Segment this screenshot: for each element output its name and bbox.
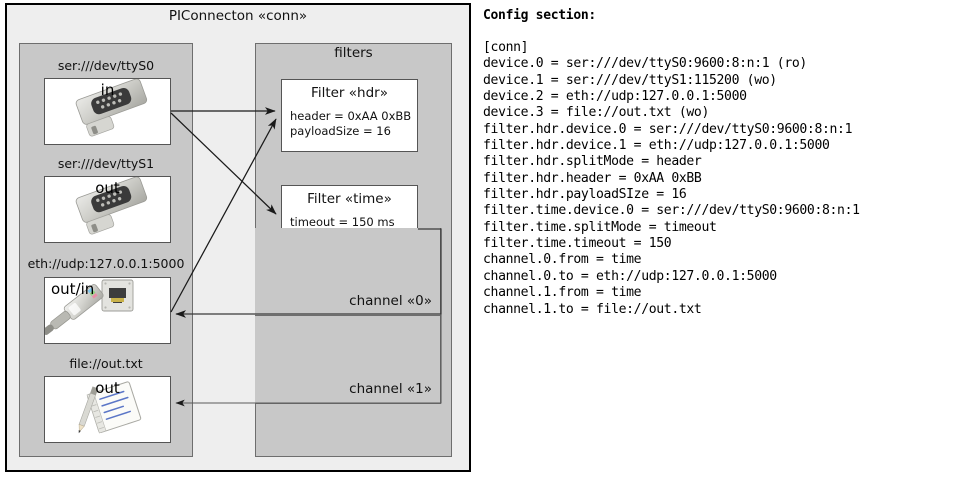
config-heading: Config section: [483, 8, 596, 23]
config-line: channel.1.from = time [483, 285, 642, 301]
device-card-ttyS1[interactable]: out [44, 176, 171, 243]
config-line: channel.1.to = file://out.txt [483, 301, 702, 317]
ethernet-rj45-icon [45, 278, 170, 343]
device-card-ttyS0[interactable]: in [44, 78, 171, 145]
device-label-eth-udp: eth://udp:127.0.0.1:5000 [27, 256, 185, 271]
config-line: filter.hdr.payloadSIze = 16 [483, 187, 687, 203]
device-direction-eth-udp: out/in [51, 280, 95, 298]
filter-props-hdr: header = 0xAA 0xBB payloadSize = 16 [290, 109, 411, 139]
filter-title-hdr: Filter «hdr» [311, 85, 388, 101]
device-card-file-out[interactable]: out [44, 376, 171, 443]
config-line: filter.hdr.header = 0xAA 0xBB [483, 170, 702, 186]
component-title: PIConnecton «conn» [168, 8, 308, 24]
device-direction-ttyS1: out [95, 179, 120, 197]
filter-card-hdr[interactable]: Filter «hdr» header = 0xAA 0xBB payloadS… [281, 79, 418, 152]
filter-prop: header = 0xAA 0xBB [290, 109, 412, 123]
config-section: Config section: [conn]device.0 = ser:///… [483, 8, 958, 318]
config-lines: [conn]device.0 = ser:///dev/ttyS0:9600:8… [483, 40, 958, 318]
filters-panel-title: filters [334, 45, 373, 61]
device-label-ttyS1: ser:///dev/ttyS1 [57, 156, 155, 171]
channel-label-0: channel «0» [349, 293, 432, 309]
config-line: filter.hdr.device.1 = eth://udp:127.0.0.… [483, 138, 830, 154]
filter-title-time: Filter «time» [307, 191, 392, 207]
filter-prop: payloadSize = 16 [290, 124, 391, 138]
config-line: channel.0.from = time [483, 252, 642, 268]
text-file-pencil-icon [45, 377, 170, 442]
config-line: filter.time.splitMode = timeout [483, 219, 717, 235]
device-card-eth-udp[interactable]: out/in [44, 277, 171, 344]
config-line: channel.0.to = eth://udp:127.0.0.1:5000 [483, 268, 777, 284]
config-line: device.2 = eth://udp:127.0.0.1:5000 [483, 89, 747, 105]
device-direction-file-out: out [95, 379, 120, 397]
device-direction-ttyS0: in [100, 81, 115, 99]
config-line: filter.time.timeout = 150 [483, 236, 672, 252]
config-line: [conn] [483, 40, 529, 55]
config-line: filter.hdr.splitMode = header [483, 154, 702, 170]
config-line: device.3 = file://out.txt (wo) [483, 105, 709, 121]
device-label-file-out: file://out.txt [69, 356, 143, 371]
config-line: device.0 = ser:///dev/ttyS0:9600:8:n:1 (… [483, 56, 807, 72]
filter-props-time: timeout = 150 ms [290, 215, 395, 230]
serial-db9-icon [45, 177, 170, 242]
config-line: filter.hdr.device.0 = ser:///dev/ttyS0:9… [483, 121, 853, 137]
filter-prop: timeout = 150 ms [290, 215, 395, 229]
config-line: device.1 = ser:///dev/ttyS1:115200 (wo) [483, 72, 777, 88]
channel-label-1: channel «1» [349, 381, 432, 397]
serial-db9-icon [45, 79, 170, 144]
device-label-ttyS0: ser:///dev/ttyS0 [57, 58, 155, 73]
config-line: filter.time.device.0 = ser:///dev/ttyS0:… [483, 203, 860, 219]
